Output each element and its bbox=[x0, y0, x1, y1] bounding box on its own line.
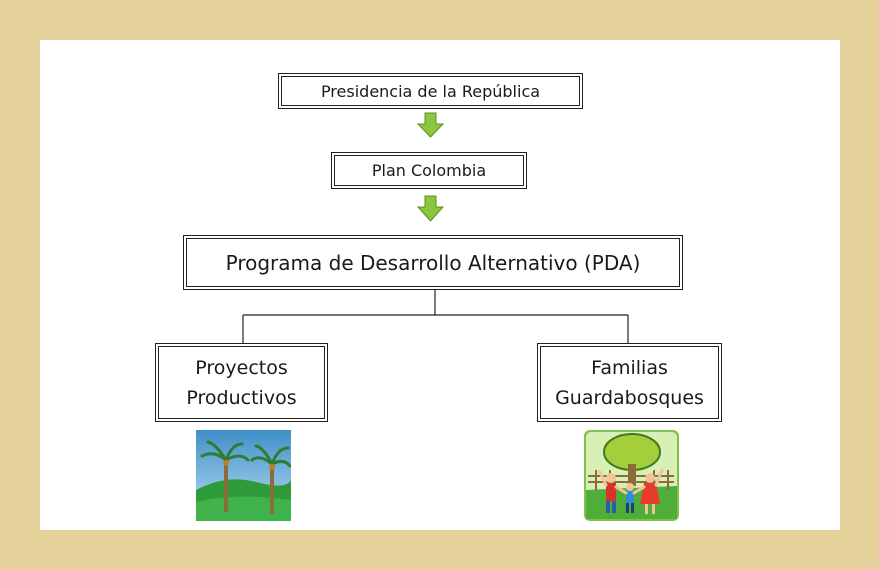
node-pda: Programa de Desarrollo Alternativo (PDA) bbox=[183, 235, 683, 290]
node-familias-line2: Guardabosques bbox=[555, 386, 704, 409]
node-plan-colombia: Plan Colombia bbox=[331, 152, 527, 189]
family-tree-icon bbox=[584, 430, 679, 521]
palm-trees-icon bbox=[196, 430, 291, 521]
down-arrow-icon bbox=[416, 112, 445, 138]
node-familias-line1: Familias bbox=[591, 356, 668, 379]
node-plan-colombia-label: Plan Colombia bbox=[371, 161, 487, 180]
node-proyectos-line1: Proyectos bbox=[195, 356, 288, 379]
node-pda-label: Programa de Desarrollo Alternativo (PDA) bbox=[225, 250, 641, 275]
tree-connector bbox=[242, 290, 629, 343]
node-presidencia: Presidencia de la República bbox=[278, 73, 583, 109]
down-arrow-icon bbox=[416, 195, 445, 222]
node-proyectos-productivos: Proyectos Productivos bbox=[155, 343, 328, 422]
node-presidencia-label: Presidencia de la República bbox=[320, 81, 541, 101]
node-familias-guardabosques: Familias Guardabosques bbox=[537, 343, 722, 422]
node-proyectos-line2: Productivos bbox=[186, 386, 297, 409]
